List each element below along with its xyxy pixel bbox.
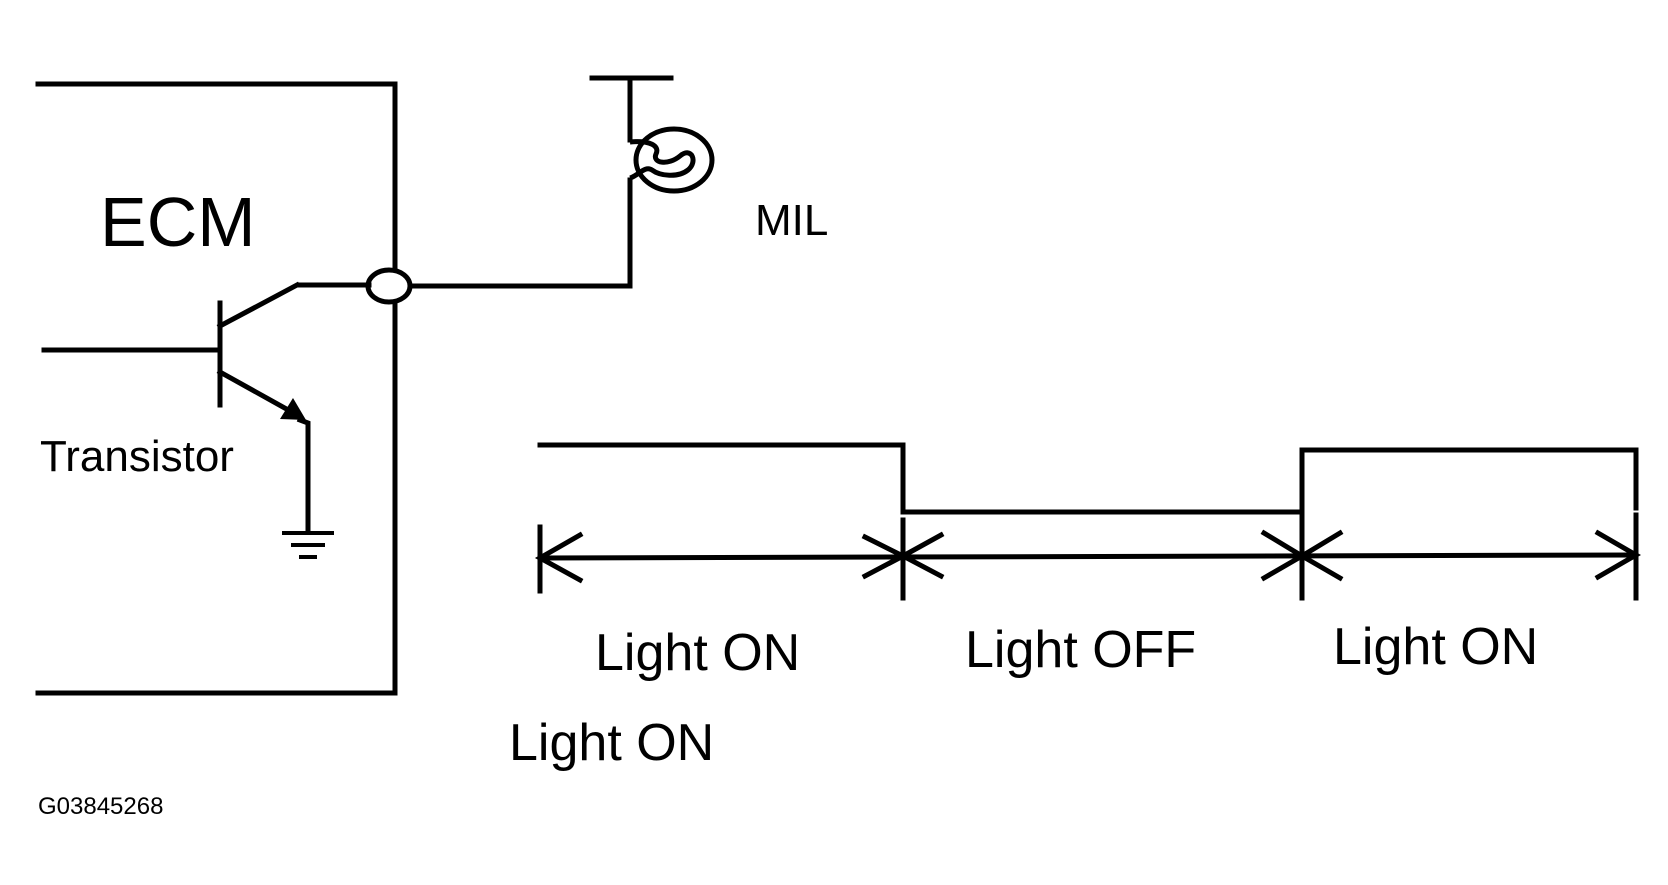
- mil-lamp-icon: [629, 126, 715, 194]
- transistor-label: Transistor: [40, 432, 234, 481]
- figure-code: G03845268: [38, 793, 163, 820]
- emitter-arrow-icon: [280, 398, 306, 420]
- ecm-terminal-connector: [365, 267, 413, 305]
- mil-label: MIL: [755, 196, 828, 245]
- ground-icon: [282, 531, 334, 559]
- emitter-wire: [296, 416, 311, 535]
- transistor-symbol: [41, 281, 372, 535]
- extra-segment-label: Light ON: [509, 714, 714, 772]
- mil-state-waveform: [537, 442, 1639, 515]
- arrow-left-icon: [897, 531, 945, 580]
- segment-label: Light ON: [595, 624, 800, 682]
- mil-drive-wire: [407, 177, 633, 289]
- transistor-emitter: [216, 368, 294, 415]
- timing-dimension-lines: [534, 512, 1641, 601]
- ecm-label: ECM: [100, 183, 256, 261]
- arrow-left-icon: [1297, 529, 1344, 582]
- ecm-box-outline: [35, 81, 398, 696]
- arrow-right-icon: [1594, 529, 1641, 581]
- segment-label: Light ON: [1333, 618, 1538, 676]
- arrow-left-icon: [534, 531, 584, 584]
- segment-label: Light OFF: [965, 621, 1196, 679]
- transistor-collector: [216, 281, 301, 330]
